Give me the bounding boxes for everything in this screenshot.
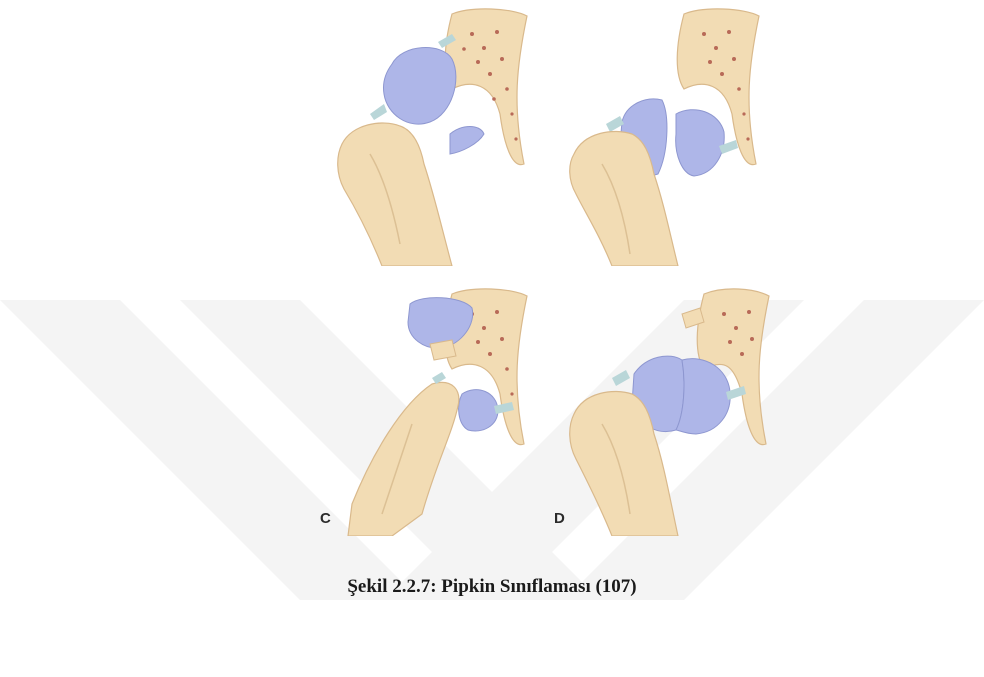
panel-c: C xyxy=(312,274,552,536)
panel-a-illustration xyxy=(312,4,552,266)
panel-c-illustration xyxy=(312,274,552,536)
pipkin-classification-figure: A B xyxy=(312,4,794,534)
panel-d: D xyxy=(554,274,794,536)
figure-caption: Şekil 2.2.7: Pipkin Sınıflaması (107) xyxy=(0,576,984,598)
panel-d-illustration xyxy=(554,274,794,536)
panel-b: B xyxy=(554,4,794,266)
panel-label: C xyxy=(320,510,331,527)
panel-b-illustration xyxy=(554,4,794,266)
panel-a: A xyxy=(312,4,552,266)
panel-label: D xyxy=(554,510,565,527)
